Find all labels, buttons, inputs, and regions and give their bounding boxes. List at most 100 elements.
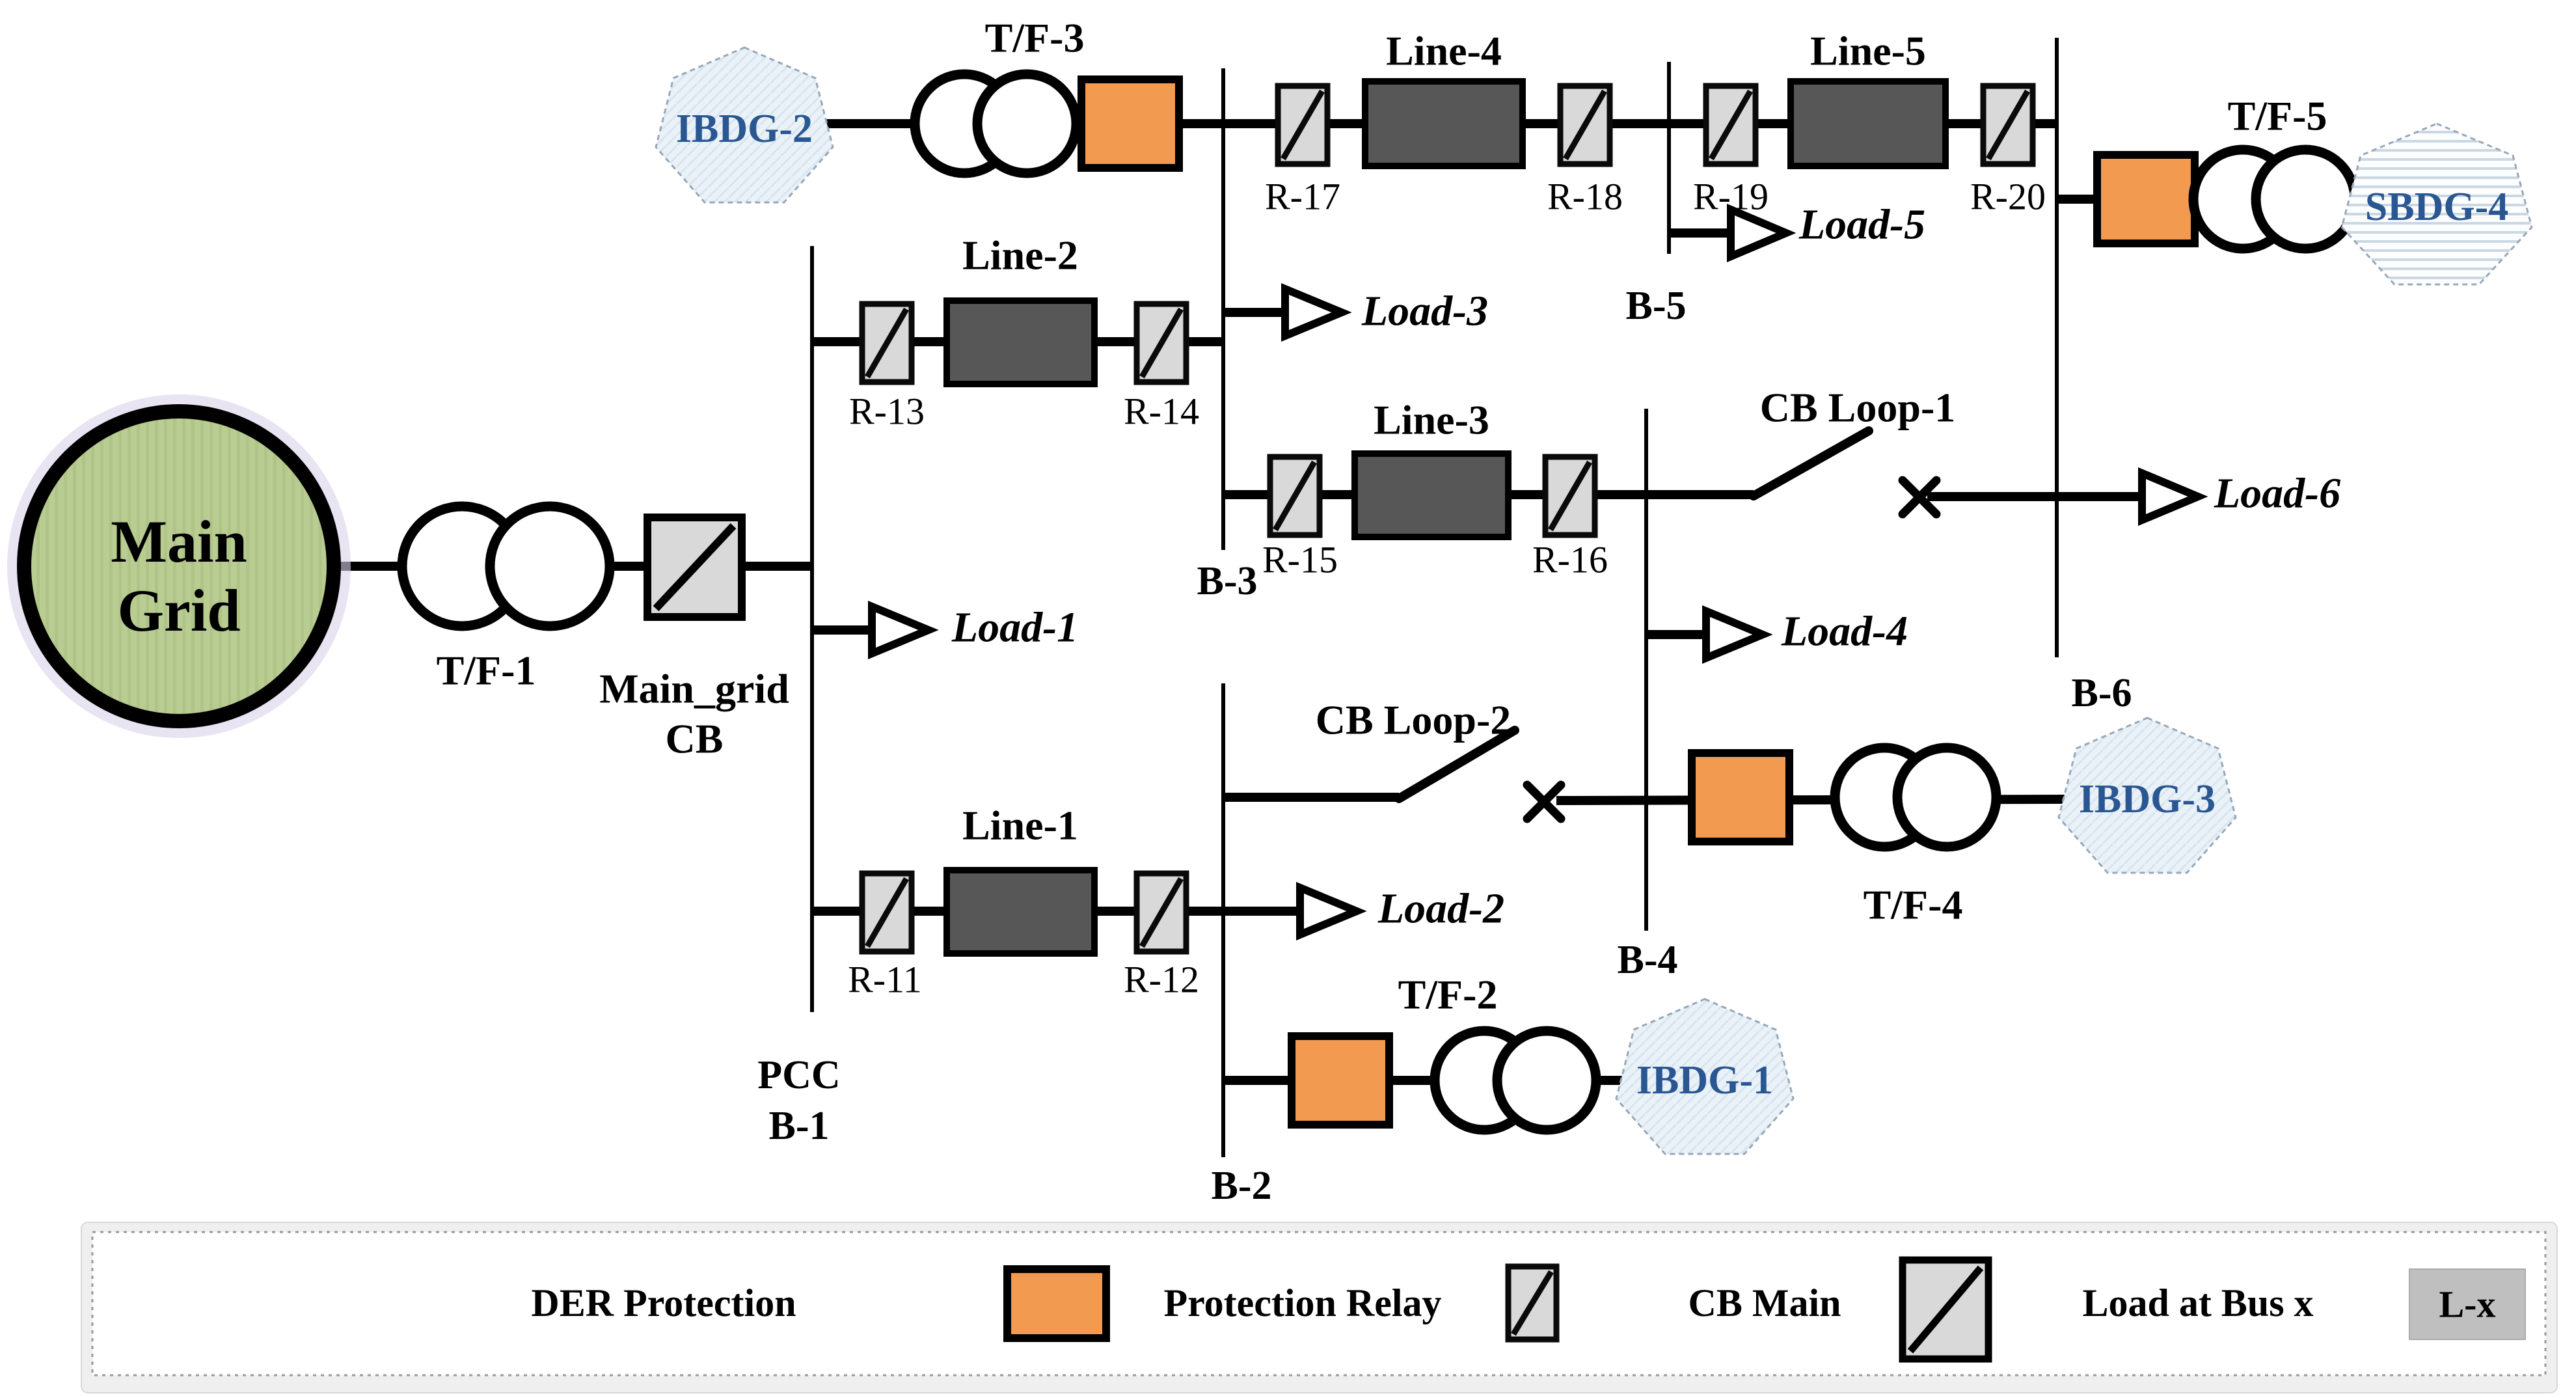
load-arrow-load1: Load-1 (868, 601, 1078, 659)
line-box-line2: Line-2 (943, 232, 1098, 387)
legend-load-label: Load at Bus x (2082, 1282, 2313, 1324)
load2-arrowhead (1296, 882, 1367, 940)
load1-arrowhead (868, 601, 939, 659)
tf2-coil-right (1492, 1026, 1601, 1135)
ibdg2-label: IBDG-2 (676, 107, 813, 151)
cbloop2-blade (1394, 726, 1519, 803)
legend-der-label: DER Protection (531, 1282, 796, 1324)
bus-b2-label: B-2 (1212, 1164, 1272, 1208)
legend-relay-label: Protection Relay (1163, 1282, 1441, 1324)
line2-impedance-box (943, 297, 1098, 387)
load2-label: Load-2 (1377, 885, 1504, 933)
line4-impedance-box (1362, 78, 1526, 169)
legend-inner-box (91, 1231, 2547, 1377)
dg-ibdg2: IBDG-2 (655, 46, 834, 204)
tf5-label: T/F-5 (2228, 93, 2327, 139)
transformer-tf5-symbol (2188, 144, 2360, 254)
load5-label: Load-5 (1798, 201, 1925, 249)
relay-r14: R-14 (1124, 301, 1199, 433)
der-protection-tf3 (1078, 75, 1183, 172)
legend: DER Protection Protection Relay CB Main … (81, 1222, 2558, 1393)
dg-sbdg4: SBDG-4 (2340, 122, 2533, 286)
relay-r15-label: R-15 (1262, 539, 1338, 581)
load6-label: Load-6 (2214, 470, 2340, 517)
bus-b5-label: B-5 (1626, 284, 1687, 328)
ibdg1-heptagon (1615, 998, 1795, 1155)
relay-r20-diagonal (1986, 89, 2030, 161)
ibdg3-label: IBDG-3 (2079, 777, 2216, 821)
main-cb-label-line1: Main_grid (599, 666, 789, 712)
legend-load-symbol: L-x (2409, 1268, 2526, 1340)
cbloop2-label: CB Loop-2 (1316, 697, 1512, 743)
tf5-coil-right (2251, 144, 2360, 254)
relay-r17-label: R-17 (1265, 176, 1340, 218)
line5-impedance-box (1787, 78, 1949, 169)
legend-cbmain-symbol (1899, 1256, 1992, 1363)
relay-r11-label: R-11 (848, 959, 922, 1001)
ibdg3-heptagon (2057, 717, 2237, 874)
load4-label: Load-4 (1781, 608, 1908, 655)
load3-label: Load-3 (1361, 288, 1488, 335)
relay-r13-label: R-13 (849, 391, 925, 433)
main-grid-label-line1: Main (111, 508, 247, 575)
line-box-line1: Line-1 (943, 802, 1098, 957)
relay-r17-diagonal (1281, 89, 1325, 161)
relay-r16-label: R-16 (1532, 539, 1608, 581)
relay-r11: R-11 (848, 870, 922, 1001)
tf4-coil-right (1892, 743, 2001, 852)
der-protection-tf4 (1688, 749, 1793, 845)
ibdg2-heptagon (655, 46, 834, 204)
tf1-label: T/F-1 (437, 648, 536, 694)
load3-arrowhead (1281, 283, 1352, 342)
sbdg4-label: SBDG-4 (2365, 185, 2508, 229)
transformer-tf3-symbol (910, 69, 1081, 178)
relay-r12-diagonal (1139, 877, 1184, 948)
transformer-tf2-symbol (1430, 1026, 1601, 1135)
bus-b4-label: B-4 (1618, 938, 1678, 982)
line4-label: Line-4 (1386, 28, 1502, 74)
relay-r20: R-20 (1970, 83, 2046, 218)
conductors (334, 119, 2350, 1085)
tf4-label: T/F-4 (1864, 882, 1963, 928)
cbloop1-x-mark (1898, 476, 1941, 519)
relay-r13-diagonal (865, 307, 909, 379)
load-arrow-load5: Load-5 (1727, 201, 1925, 263)
load-arrow-load4: Load-4 (1702, 605, 1908, 664)
load-arrow-load2: Load-2 (1296, 882, 1504, 940)
relay-r12: R-12 (1124, 870, 1199, 1001)
main-grid-cb-symbol (644, 514, 746, 621)
relay-r15: R-15 (1262, 454, 1338, 581)
cbloop2-x-mark (1523, 780, 1566, 823)
relay-r19-diagonal (1709, 89, 1753, 161)
main-cb-label-line2: CB (666, 716, 724, 762)
main-grid-halo (7, 394, 351, 738)
relay-r19: R-19 (1693, 83, 1769, 218)
relay-r11-diagonal (865, 877, 909, 948)
cb-loop-2-switch: CB Loop-2 (1316, 697, 1566, 823)
legend-load-box (2409, 1268, 2526, 1340)
load5-arrowhead (1727, 203, 1796, 263)
relay-r13: R-13 (849, 301, 925, 433)
transformer-tf1-symbol (397, 501, 615, 631)
load4-arrowhead (1702, 605, 1773, 664)
legend-der-symbol (1003, 1265, 1110, 1342)
cb-loop-1-switch: CB Loop-1 (1749, 385, 1955, 519)
line5-label: Line-5 (1810, 28, 1926, 74)
legend-load-symbol-text: L-x (2439, 1283, 2496, 1326)
bus-b1-sublabel: PCC (757, 1053, 840, 1097)
relay-r16: R-16 (1532, 454, 1608, 581)
relay-r18-diagonal (1563, 89, 1607, 161)
legend-relay-symbol (1505, 1263, 1560, 1343)
relay-r14-diagonal (1139, 307, 1184, 379)
bus-b6-label: B-6 (2072, 671, 2132, 715)
relay-r18-label: R-18 (1547, 176, 1623, 218)
line1-label: Line-1 (962, 802, 1078, 849)
ibdg1-label: IBDG-1 (1636, 1058, 1773, 1103)
line3-label: Line-3 (1374, 397, 1489, 443)
relay-r12-label: R-12 (1124, 959, 1199, 1001)
cbloop1-blade (1749, 426, 1873, 500)
der-protection-tf2 (1288, 1032, 1393, 1129)
line-box-line4: Line-4 (1362, 28, 1526, 169)
tf3-label: T/F-3 (985, 15, 1085, 61)
